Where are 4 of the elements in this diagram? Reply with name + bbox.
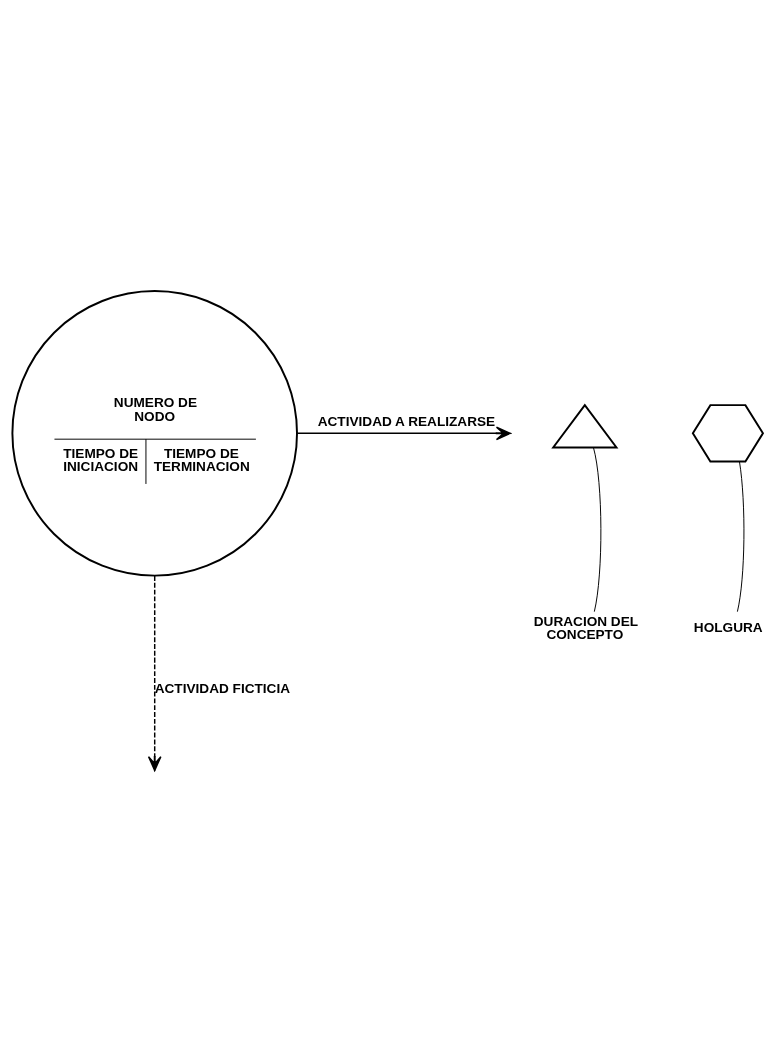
- edge-label: ACTIVIDAD A REALIZARSE: [317, 413, 496, 429]
- edge-label: ACTIVIDAD FICTICIA: [154, 680, 291, 696]
- node-text: DURACION DEL CONCEPTO: [533, 613, 639, 643]
- node-text: HOLGURA: [693, 619, 763, 635]
